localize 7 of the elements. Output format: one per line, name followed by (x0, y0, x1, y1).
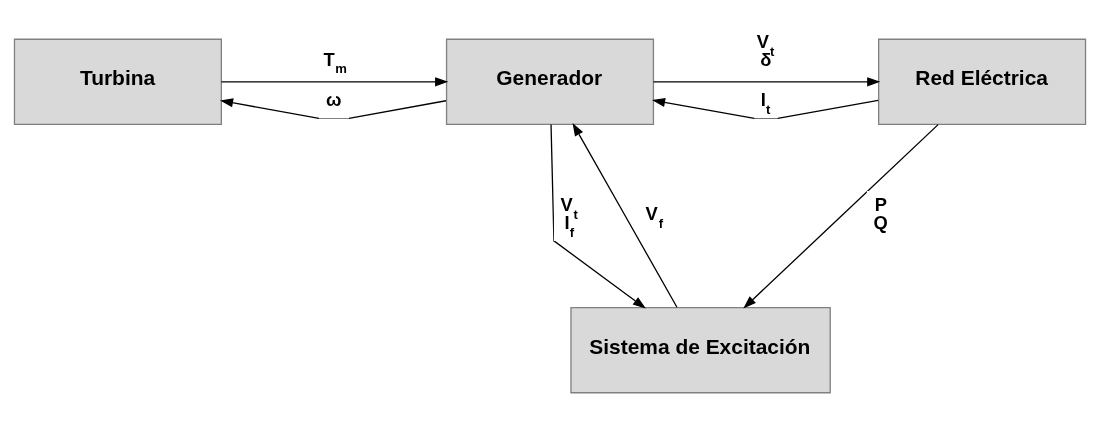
edge-label: ω (326, 88, 342, 110)
edge-label: P Q (873, 193, 888, 233)
edge-label: V$_{t}$ I$_{f}$ (560, 193, 578, 240)
edge-label: V$_{f}$ (645, 202, 664, 231)
edge-label: T$_{m}$ (323, 48, 347, 76)
edge-label: I$_{t}$ (760, 88, 771, 117)
edge-label: V$_{t}$ δ (756, 30, 775, 70)
